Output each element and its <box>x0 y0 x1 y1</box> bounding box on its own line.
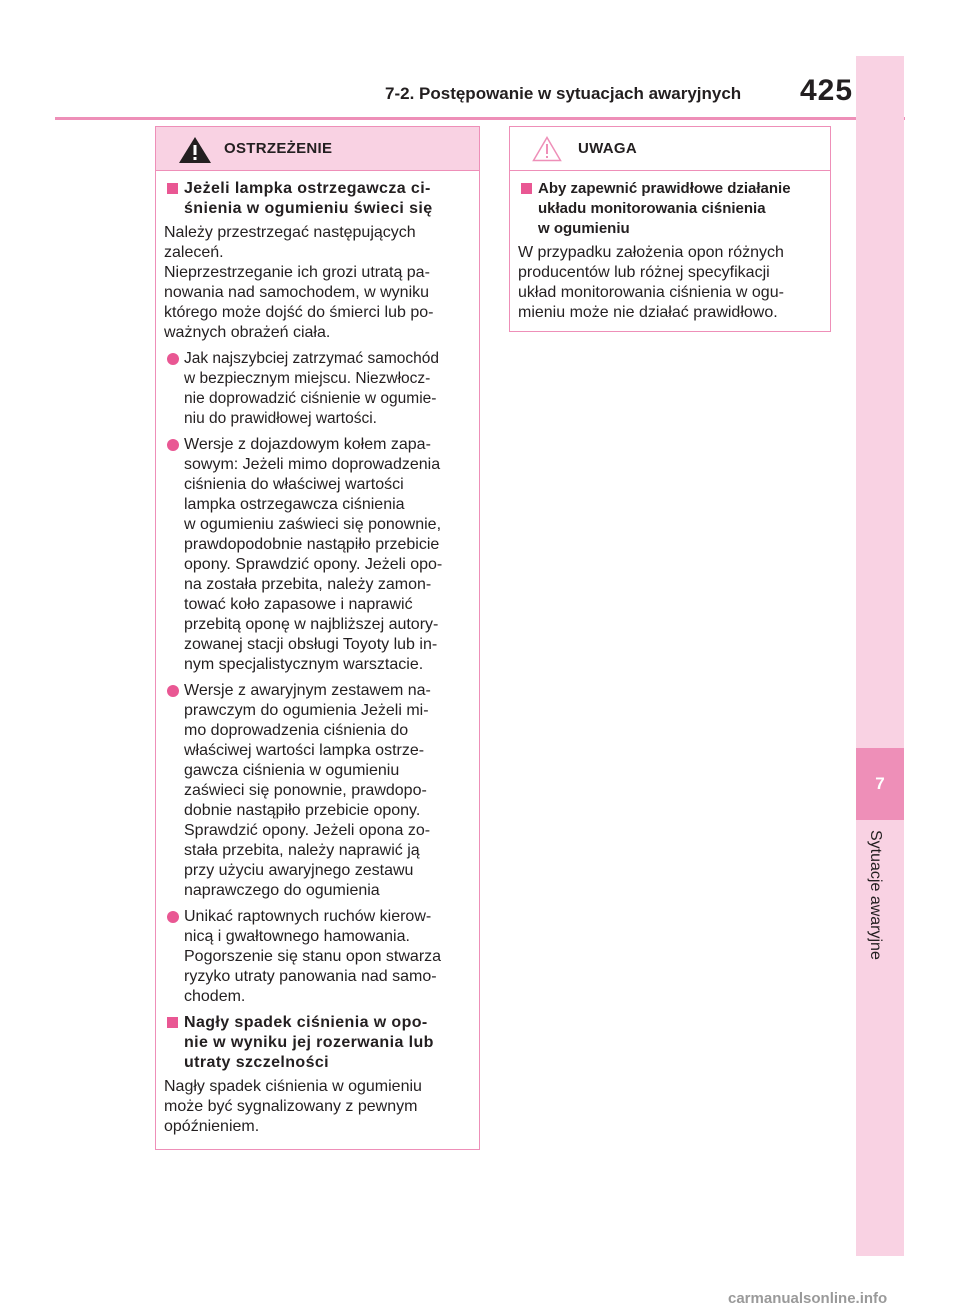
side-tab-chapter[interactable]: 7 <box>856 748 904 820</box>
warning-box-body: Jeżeli lampka ostrzegawcza ci- śnienia w… <box>156 171 479 1137</box>
caution-box: UWAGA Aby zapewnić prawidłowe działanie … <box>509 126 831 332</box>
list-item: Unikać raptownych ruchów kierow- nicą i … <box>164 907 471 1007</box>
section-paragraph: Nagły spadek ciśnienia w ogumieniu może … <box>164 1078 422 1135</box>
warning-box-title: OSTRZEŻENIE <box>224 140 333 157</box>
page-number: 425 <box>800 74 854 107</box>
warning-triangle-icon <box>179 137 211 163</box>
section-heading: Nagły spadek ciśnienia w opo- nie w wyni… <box>164 1013 471 1073</box>
caution-box-body: Aby zapewnić prawidłowe działanie układu… <box>510 171 830 323</box>
list-item: Wersje z dojazdowym kołem zapa- sowym: J… <box>164 435 471 675</box>
side-tab <box>856 56 904 1256</box>
warning-box: OSTRZEŻENIE Jeżeli lampka ostrzegawcza c… <box>155 126 480 1150</box>
section-paragraph: Należy przestrzegać następujących zalece… <box>164 224 434 341</box>
section-heading: Jeżeli lampka ostrzegawcza ci- śnienia w… <box>164 179 471 219</box>
list-item: Jak najszybciej zatrzymać samochód w bez… <box>164 349 471 429</box>
section-paragraph: W przypadku założenia opon różnych produ… <box>518 244 784 321</box>
caution-triangle-icon <box>532 136 562 162</box>
header-title: 7-2. Postępowanie w sytuacjach awaryjnyc… <box>385 84 742 103</box>
section-heading: Aby zapewnić prawidłowe działanie układu… <box>518 179 822 239</box>
header-rule <box>55 117 905 120</box>
caution-box-header: UWAGA <box>510 127 830 171</box>
side-tab-label: Sytuacje awaryjne <box>867 830 884 960</box>
caution-box-title: UWAGA <box>578 140 637 157</box>
warning-box-header: OSTRZEŻENIE <box>156 127 479 171</box>
watermark: carmanualsonline.info <box>728 1290 888 1307</box>
list-item: Wersje z awaryjnym zestawem na- prawczym… <box>164 681 471 901</box>
